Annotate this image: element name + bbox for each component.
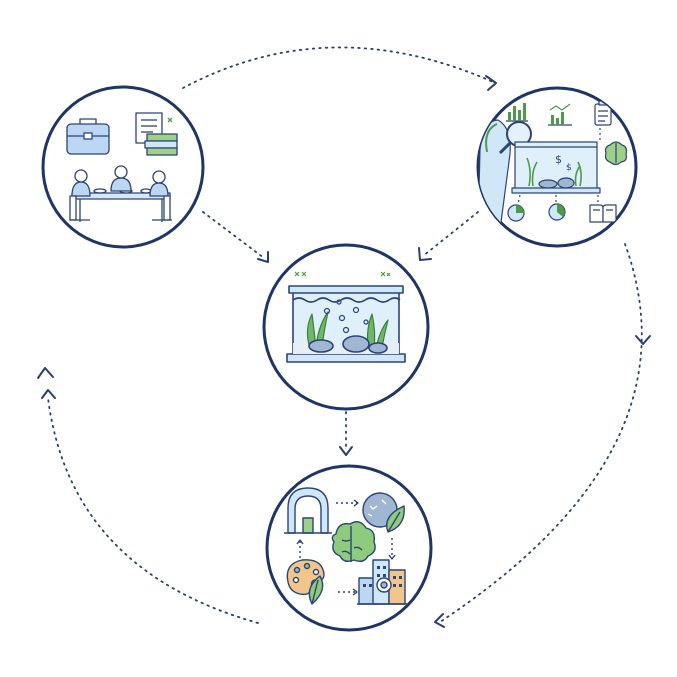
arrowhead-right-mid xyxy=(635,335,651,345)
person-left-icon xyxy=(69,169,91,221)
arrow-research-to-applications xyxy=(439,243,643,623)
aquarium-icon xyxy=(286,271,406,363)
arrowhead-left-lower xyxy=(41,389,56,399)
arrow-meeting-to-research xyxy=(182,46,494,89)
arrow-meeting-to-aquarium xyxy=(202,211,265,259)
line-chart-icon xyxy=(548,103,572,126)
bar-chart-icon xyxy=(506,103,528,122)
clipboard-icon xyxy=(594,100,612,126)
node-aquarium[interactable] xyxy=(262,243,430,411)
connector-lines xyxy=(47,46,643,624)
research-connector-lines xyxy=(517,128,601,205)
arrowhead-aquarium-left xyxy=(257,251,269,263)
applications-arrowheads xyxy=(296,499,396,596)
pie-chart-icon-1 xyxy=(507,204,525,222)
mini-aquarium-icon: $ $ xyxy=(511,141,601,194)
node-research-analysis[interactable]: $ $ xyxy=(476,86,638,248)
bubbles-icon xyxy=(323,299,369,334)
palette-icon xyxy=(286,559,325,605)
arch-icon xyxy=(284,487,332,534)
documents-icon xyxy=(135,112,178,156)
brain-icon-green xyxy=(331,521,376,563)
arrowhead-aquarium-right xyxy=(418,247,432,261)
arrowheads xyxy=(37,75,651,628)
arrowhead-research xyxy=(485,75,497,91)
person-right-icon xyxy=(149,170,171,221)
applications-connector-lines xyxy=(299,502,393,593)
sparkle-icons xyxy=(294,271,391,277)
magnifying-glass-icon xyxy=(498,121,532,155)
briefcase-icon xyxy=(66,118,110,155)
arrow-applications-to-meeting xyxy=(47,397,259,624)
arrow-research-to-aquarium xyxy=(422,211,479,257)
svg-text:$: $ xyxy=(566,163,572,173)
arrowhead-left-upper xyxy=(37,367,54,379)
rocks-icon xyxy=(308,335,388,354)
node-team-meeting[interactable] xyxy=(41,85,205,249)
svg-text:$: $ xyxy=(555,153,562,166)
pie-chart-icon-2 xyxy=(548,203,566,221)
node-applications[interactable] xyxy=(265,464,433,632)
person-center-icon xyxy=(110,165,132,192)
arrowhead-applications-bottom xyxy=(434,613,445,628)
applications-icon xyxy=(284,487,407,605)
team-meeting-icon xyxy=(66,112,178,222)
book-icon xyxy=(589,204,617,223)
brain-icon xyxy=(604,141,628,166)
leaf-globe-icon xyxy=(362,492,405,533)
research-analysis-icon: $ $ xyxy=(478,100,628,231)
arrowhead-applications-top xyxy=(339,446,353,456)
city-buildings-icon xyxy=(357,559,407,605)
